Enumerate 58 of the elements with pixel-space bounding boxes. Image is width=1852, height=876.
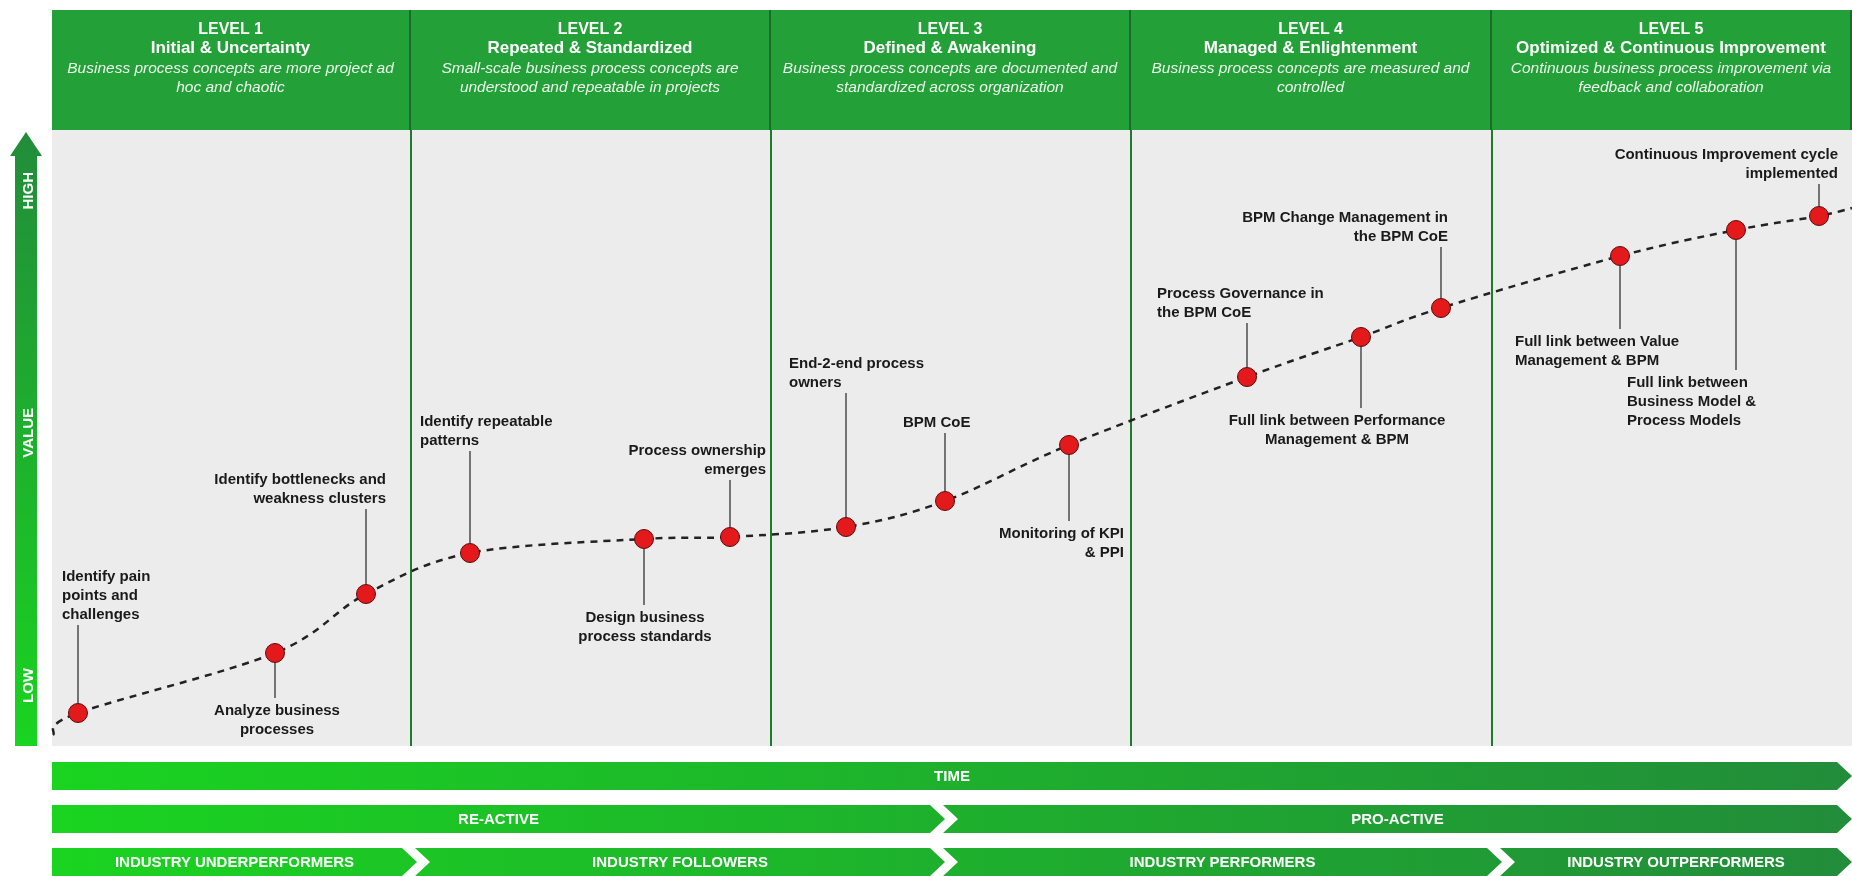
level-description: Business process concepts are measured and controlled	[1150, 58, 1471, 96]
level-header	[1131, 10, 1492, 130]
leader-line	[1246, 322, 1248, 368]
milestone-label: Analyze business processes	[192, 700, 362, 738]
milestone-label: End-2-end process owners	[789, 353, 964, 391]
level-description: Small-scale business process concepts are understood and repeatable in projects	[440, 58, 740, 96]
leader-line	[1735, 239, 1737, 371]
level-number: LEVEL 5	[1638, 19, 1704, 38]
leader-line	[365, 508, 367, 585]
leader-line	[643, 548, 645, 606]
level-header	[1492, 10, 1852, 130]
leader-line	[1818, 183, 1820, 207]
leader-line	[77, 624, 79, 704]
segment-arrow-band: INDUSTRY PERFORMERS	[943, 848, 1502, 876]
level-title: Optimized & Continuous Improvement	[1516, 38, 1826, 58]
milestone-label: Full link between Performance Management & BPM	[1212, 410, 1462, 448]
level-description: Business process concepts are documented and standardized across organization	[781, 58, 1119, 96]
milestone-label: Identify pain points and challenges	[62, 566, 172, 623]
segment-arrow-band: INDUSTRY UNDERPERFORMERS	[52, 848, 417, 876]
leader-line	[1360, 346, 1362, 409]
milestone-label: Process Governance in the BPM CoE	[1157, 283, 1329, 321]
milestone-label: Design business process standards	[560, 607, 730, 645]
leader-line	[845, 392, 847, 518]
leader-line	[1068, 454, 1070, 522]
milestone-label: Full link between Value Management & BPM	[1515, 331, 1705, 369]
milestone-label: Continuous Improvement cycle implemented	[1606, 144, 1838, 182]
axis-label: LOW	[18, 668, 35, 703]
level-header	[771, 10, 1131, 130]
milestone-label: BPM CoE	[903, 412, 993, 431]
milestone-label: BPM Change Management in the BPM CoE	[1238, 207, 1448, 245]
level-title: Repeated & Standardized	[487, 38, 693, 58]
level-number: LEVEL 4	[1278, 19, 1343, 38]
level-description: Continuous business process improvement via feedback and collaboration	[1509, 58, 1833, 96]
level-title: Managed & Enlightenment	[1203, 38, 1418, 58]
level-header	[52, 10, 411, 130]
leader-line	[1440, 246, 1442, 299]
level-title: Initial & Uncertainty	[150, 38, 311, 58]
level-number: LEVEL 2	[557, 19, 623, 38]
segment-arrow-band: INDUSTRY FOLLOWERS	[415, 848, 945, 876]
leader-line	[1619, 265, 1621, 330]
leader-line	[729, 479, 731, 528]
level-number: LEVEL 1	[198, 19, 263, 38]
axis-label: HIGH	[18, 172, 35, 210]
milestone-label: Full link between Business Model & Process Models	[1627, 372, 1807, 429]
level-header	[411, 10, 771, 130]
time-arrow-band: TIME	[52, 762, 1852, 790]
level-title: Defined & Awakening	[863, 38, 1037, 58]
milestone-label: Identify bottlenecks and weakness clusters	[161, 469, 386, 507]
level-description: Business process concepts are more project ad hoc and chaotic	[66, 58, 396, 96]
leader-line	[274, 662, 276, 699]
level-number: LEVEL 3	[917, 19, 983, 38]
leader-line	[944, 432, 946, 492]
phase-arrow-band: PRO-ACTIVE	[943, 805, 1852, 833]
segment-arrow-band: INDUSTRY OUTPERFORMERS	[1500, 848, 1852, 876]
phase-arrow-band: RE-ACTIVE	[52, 805, 945, 833]
axis-label: VALUE	[18, 408, 35, 458]
leader-line	[469, 450, 471, 544]
milestone-label: Monitoring of KPI & PPI	[999, 523, 1124, 561]
